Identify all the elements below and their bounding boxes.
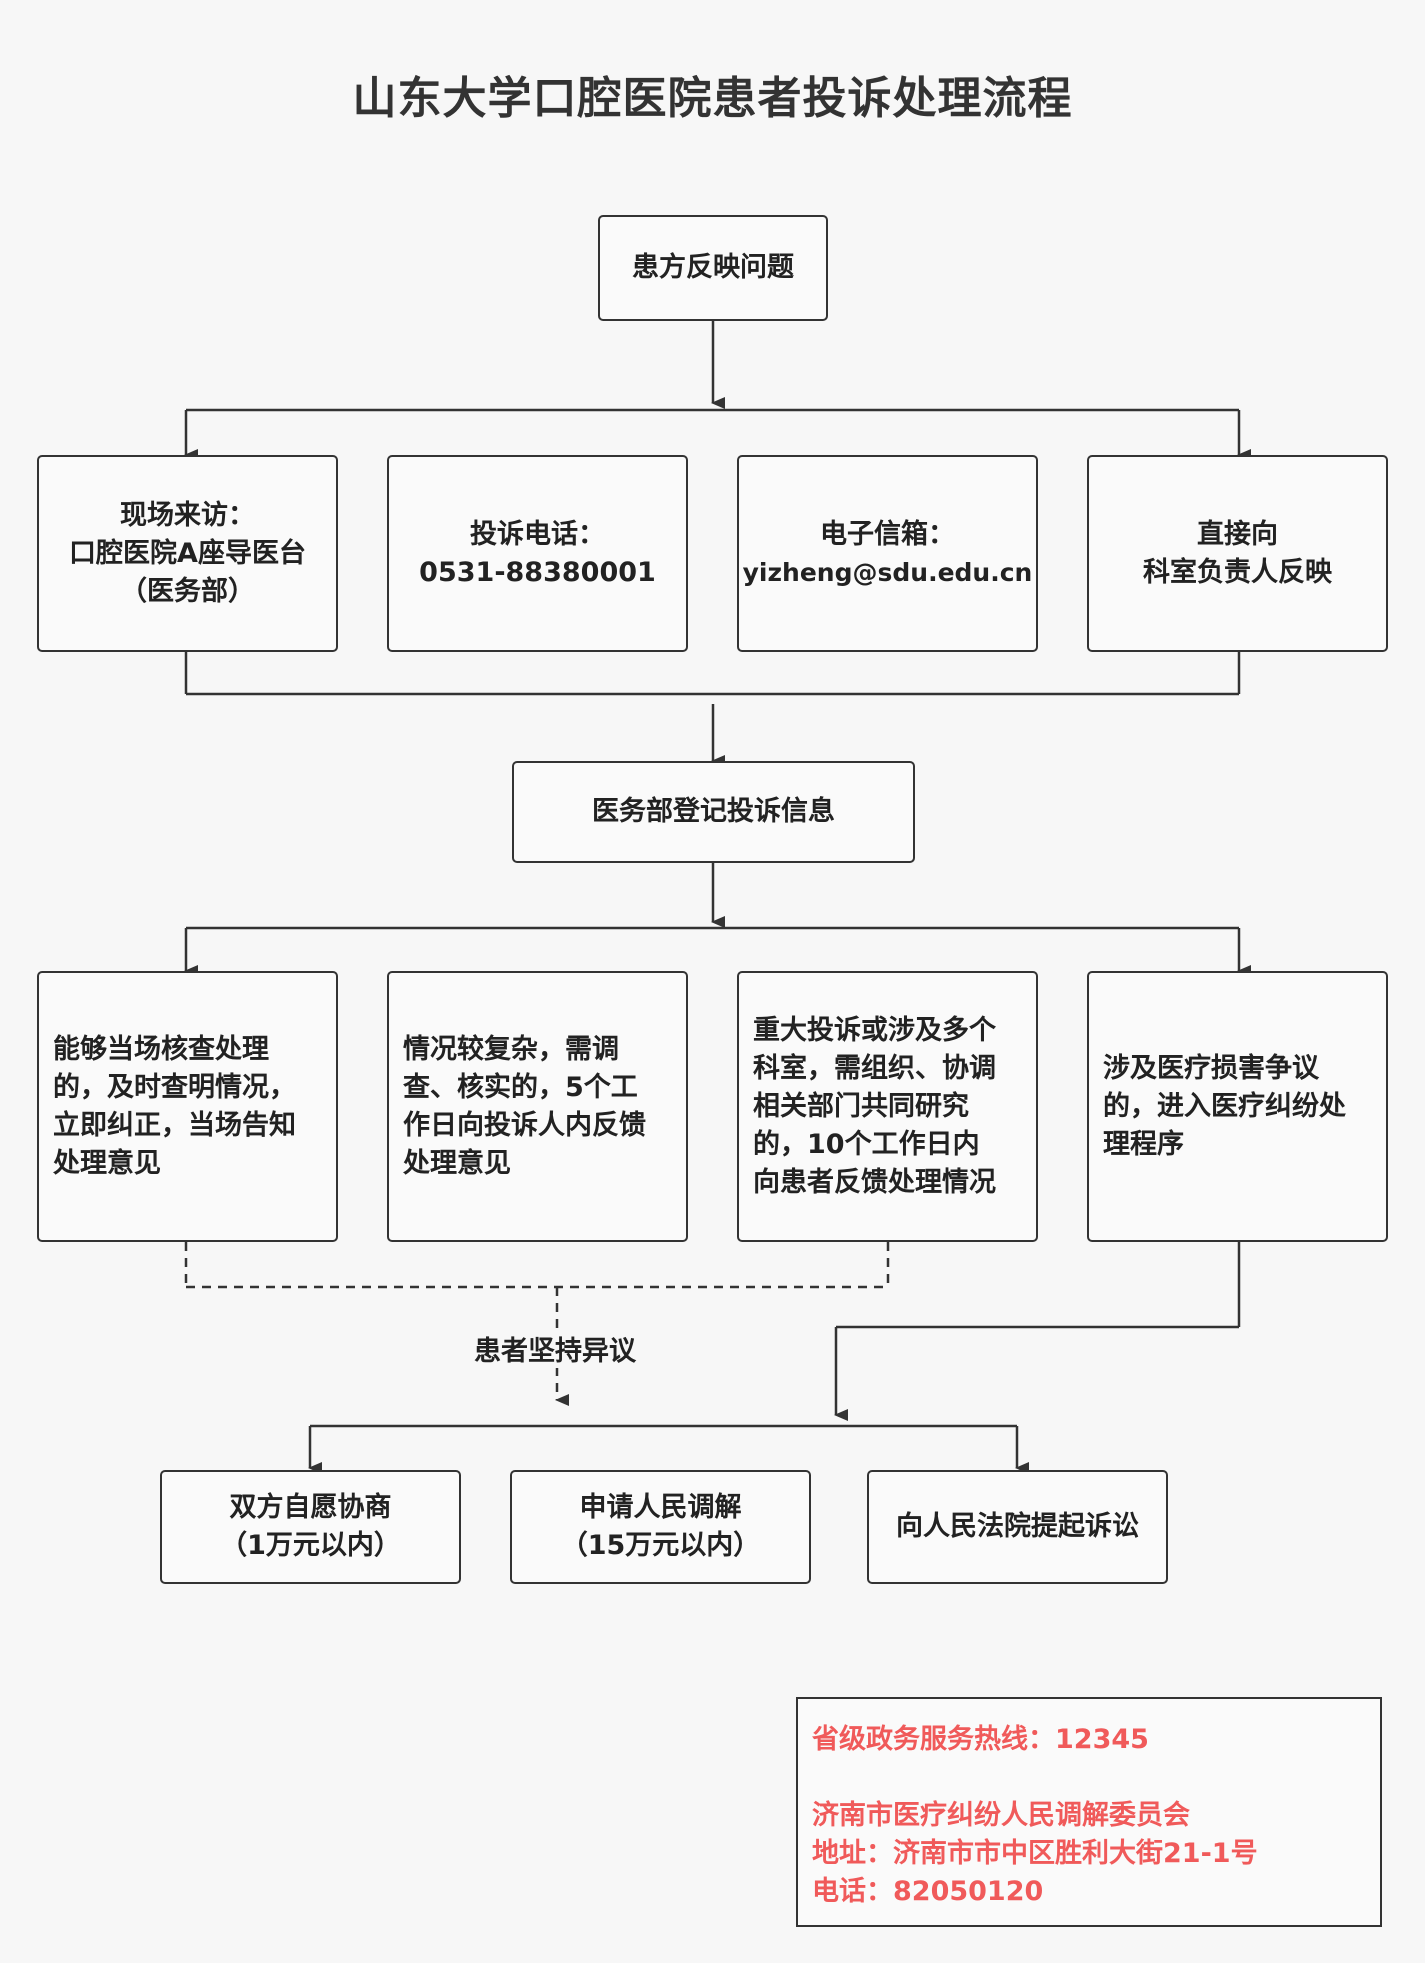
- register-label: 医务部登记投诉信息: [592, 796, 835, 827]
- phone-text: 电话：82050120: [812, 1876, 1044, 1907]
- case-line: 情况较复杂，需调: [403, 1033, 619, 1065]
- outcome-box-negotiation: 双方自愿协商 （1万元以内）: [160, 1470, 461, 1584]
- channel-box-phone: 投诉电话： 0531-88380001: [387, 455, 688, 652]
- case-line: 作日向投诉人内反馈: [403, 1109, 646, 1141]
- channel-box-visit: 现场来访： 口腔医院A座导医台 （医务部）: [37, 455, 338, 652]
- channel-line: 口腔医院A座导医台: [69, 537, 306, 569]
- hotline-text: 省级政务服务热线：12345: [812, 1724, 1149, 1755]
- case-line: 理程序: [1103, 1128, 1184, 1160]
- case-line: 立即纠正，当场告知: [53, 1109, 296, 1141]
- outcome-box-lawsuit: 向人民法院提起诉讼: [867, 1470, 1168, 1584]
- channel-box-email: 电子信箱： yizheng@sdu.edu.cn: [737, 455, 1038, 652]
- case-box-dispute: 涉及医疗损害争议 的，进入医疗纠纷处 理程序: [1087, 971, 1388, 1242]
- case-box-major: 重大投诉或涉及多个 科室，需组织、协调 相关部门共同研究 的，10个工作日内 向…: [737, 971, 1038, 1242]
- outcome-box-mediation: 申请人民调解 （15万元以内）: [510, 1470, 811, 1584]
- channel-line: 科室负责人反映: [1143, 556, 1332, 588]
- case-line: 处理意见: [53, 1147, 161, 1179]
- page-title: 山东大学口腔医院患者投诉处理流程: [352, 73, 1073, 124]
- objection-label: 患者坚持异议: [468, 1329, 642, 1368]
- case-line: 重大投诉或涉及多个: [753, 1014, 996, 1046]
- channel-line: 直接向: [1197, 518, 1278, 550]
- register-box: 医务部登记投诉信息: [512, 761, 915, 863]
- case-line: 处理意见: [403, 1147, 511, 1179]
- case-line: 能够当场核查处理: [53, 1033, 269, 1065]
- channel-line: 投诉电话：: [470, 518, 605, 550]
- channel-line: 电子信箱：: [820, 518, 955, 550]
- committee-text: 济南市医疗纠纷人民调解委员会: [812, 1800, 1190, 1831]
- channel-line: yizheng@sdu.edu.cn: [742, 557, 1033, 587]
- case-line: 向患者反馈处理情况: [753, 1166, 996, 1198]
- case-line: 的，进入医疗纠纷处: [1103, 1090, 1346, 1122]
- outcome-line: （15万元以内）: [560, 1530, 761, 1561]
- case-box-complex: 情况较复杂，需调 查、核实的，5个工 作日向投诉人内反馈 处理意见: [387, 971, 688, 1242]
- channel-line: （医务部）: [120, 575, 255, 607]
- start-box: 患方反映问题: [598, 215, 828, 321]
- case-line: 的，及时查明情况，: [53, 1071, 296, 1103]
- contact-info-box: 省级政务服务热线：12345 济南市医疗纠纷人民调解委员会 地址：济南市市中区胜…: [796, 1697, 1382, 1927]
- outcome-line: 向人民法院提起诉讼: [896, 1511, 1139, 1542]
- start-label: 患方反映问题: [632, 252, 794, 283]
- case-line: 的，10个工作日内: [753, 1128, 980, 1160]
- outcome-line: 双方自愿协商: [229, 1492, 392, 1523]
- case-line: 查、核实的，5个工: [403, 1071, 638, 1103]
- outcome-line: （1万元以内）: [220, 1530, 401, 1561]
- case-line: 相关部门共同研究: [753, 1090, 969, 1122]
- address-text: 地址：济南市市中区胜利大街21-1号: [812, 1838, 1258, 1869]
- case-line: 涉及医疗损害争议: [1103, 1052, 1319, 1084]
- outcome-line: 申请人民调解: [579, 1492, 742, 1523]
- case-box-onsite: 能够当场核查处理 的，及时查明情况， 立即纠正，当场告知 处理意见: [37, 971, 338, 1242]
- case-line: 科室，需组织、协调: [753, 1052, 996, 1084]
- channel-line: 现场来访：: [120, 499, 255, 531]
- channel-line: 0531-88380001: [419, 556, 656, 588]
- channel-box-department: 直接向 科室负责人反映: [1087, 455, 1388, 652]
